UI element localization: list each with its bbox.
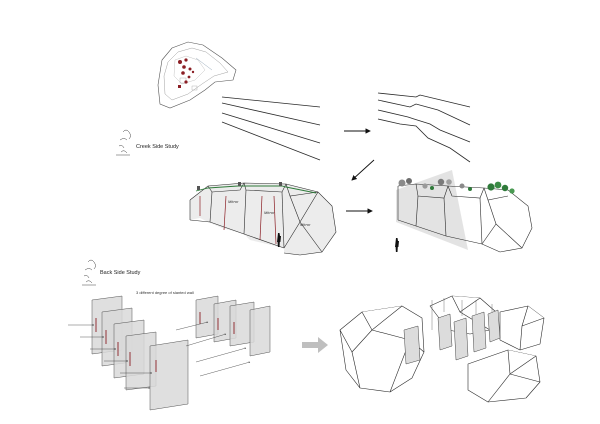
site-plan-markers <box>178 58 195 88</box>
creek-study-title: Creek Side Study <box>136 144 179 150</box>
back-study-title: Back Side Study <box>100 270 141 276</box>
mirror-label-1: Mirror <box>228 199 239 204</box>
mirror-label-3: Mirror <box>300 222 311 227</box>
vegetation <box>398 178 515 194</box>
section-lines-modified <box>377 92 471 163</box>
arrow-down-left <box>351 159 375 181</box>
back-study-icon <box>82 259 96 286</box>
slanted-wall-panels <box>68 295 271 411</box>
grey-transition-arrow <box>302 337 328 353</box>
tilted-walls-note: 3 different degree of slanted wall <box>136 290 194 295</box>
mirror-label-2: Mirror <box>264 210 275 215</box>
boulder-slanted-panels <box>403 309 501 365</box>
creek-elevation-left <box>189 182 337 256</box>
boulder-pillars <box>431 298 493 330</box>
human-figure-icon-right <box>395 238 399 252</box>
creek-study-icon <box>116 129 131 156</box>
section-lines-plain <box>221 96 321 161</box>
boulder-massing <box>339 295 545 403</box>
creek-elevation-right <box>395 170 533 253</box>
human-figure-icon <box>277 233 281 247</box>
site-plan <box>157 41 237 109</box>
